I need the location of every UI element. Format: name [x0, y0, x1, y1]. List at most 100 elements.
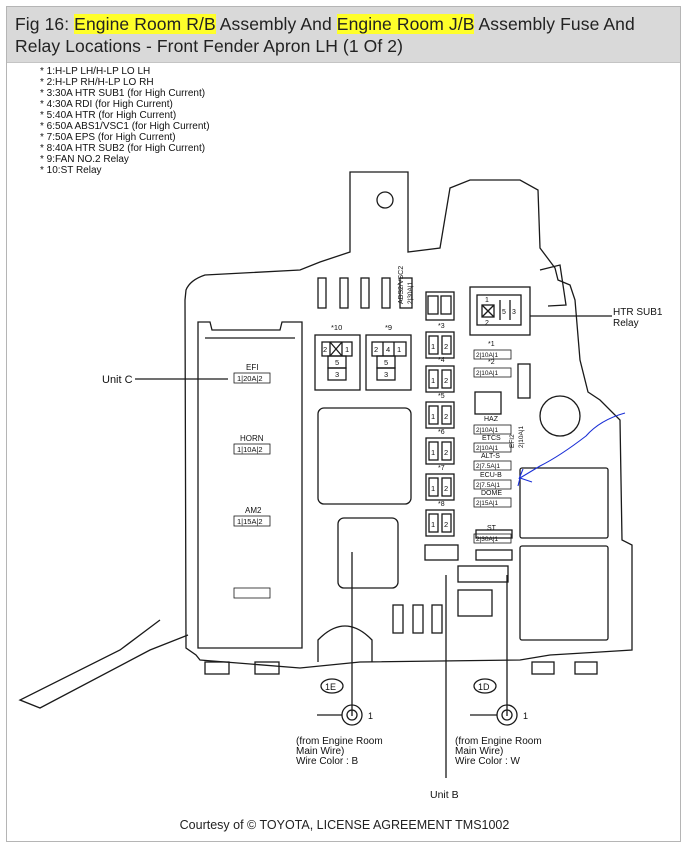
fuse-socket-pin-number: 2 — [444, 484, 448, 493]
figure-title: Fig 16: Engine Room R/B Assembly And Eng… — [7, 7, 680, 63]
relay-9 — [365, 334, 412, 391]
unit-c-label: Unit C — [102, 374, 133, 386]
fuse-misc-b — [474, 391, 502, 415]
slot-8-label: *8 — [438, 501, 445, 508]
htr-sub1-label: HTR SUB1 — [613, 307, 663, 318]
fuse-socket-pin — [428, 441, 439, 461]
fuse-slots-top — [317, 277, 413, 309]
fuse-socket-pin-number: 1 — [431, 342, 435, 351]
blade-fuse — [473, 442, 512, 453]
copyright-footer: Courtesy of © TOYOTA, LICENSE AGREEMENT … — [179, 818, 510, 832]
title-highlight-rb: Engine Room R/B — [74, 14, 216, 34]
fuse-misc-f — [457, 589, 493, 617]
ring-terminal-1e — [317, 704, 363, 726]
wiring-tab — [18, 619, 189, 709]
terminal-1d-number: 1 — [523, 711, 528, 721]
note-10: * 10:ST Relay — [40, 165, 102, 176]
side-boss — [539, 264, 567, 307]
fuse-socket-pin-number: 2 — [444, 376, 448, 385]
abs-vsc-code: 2|30A|1 — [407, 281, 414, 304]
blade-fuse — [473, 424, 512, 435]
blade-fuse — [473, 367, 512, 378]
efi2-code: 2|10A|1 — [518, 425, 525, 448]
large-block-b — [337, 517, 399, 589]
spare-fuse-box — [233, 587, 271, 599]
haz-code: 2|10A|1 — [476, 427, 499, 434]
note-8: * 8:40A HTR SUB2 (for High Current) — [40, 143, 206, 154]
bus-bar-a — [424, 544, 459, 561]
fuse-socket-pin — [441, 369, 452, 389]
blade-fuse — [473, 533, 512, 544]
connector-1e-oval — [320, 678, 344, 694]
fuse-socket-pin — [428, 335, 439, 355]
ecub-label: ECU-B — [480, 472, 502, 479]
alts-label: ALT-S — [481, 453, 500, 460]
fuse-misc-d — [475, 549, 513, 561]
from-label-1d-b: Main Wire) — [455, 746, 503, 757]
mount-hole — [539, 395, 581, 437]
pin-1-r9: 1 — [397, 345, 401, 354]
pin-5-r10: 5 — [335, 358, 339, 367]
slot-7-label: *7 — [438, 465, 445, 472]
efi-label: EFI — [246, 363, 258, 372]
fuse-socket-pin — [441, 441, 452, 461]
fuse-2-code: 2|10A|1 — [476, 370, 499, 377]
connector-1e-label: 1E — [325, 682, 336, 692]
efi2-label: EFI2 — [509, 434, 516, 448]
etcs-code: 2|10A|1 — [476, 445, 499, 452]
note-4: * 4:30A RDI (for High Current) — [40, 99, 173, 110]
fuse-socket-pin — [428, 477, 439, 497]
slot-5-label: *5 — [438, 393, 445, 400]
efi-fuse-box — [233, 372, 271, 384]
ecub-code: 2|7.5A|1 — [476, 482, 500, 489]
fuse-1-star: *1 — [488, 341, 495, 348]
st-code: 2|30A|1 — [476, 536, 499, 543]
fuse-socket — [425, 365, 455, 393]
connector-1d-label: 1D — [478, 682, 490, 692]
note-9: * 9:FAN NO.2 Relay — [40, 154, 129, 165]
pin-1-r10: 1 — [345, 345, 349, 354]
title-prefix: Fig 16: — [15, 14, 75, 34]
bottom-feet — [204, 661, 598, 675]
from-label-1d-a: (from Engine Room — [455, 736, 542, 747]
fuse-socket — [425, 437, 455, 465]
fuse-socket-pin-number: 1 — [431, 520, 435, 529]
fuse-socket-pin-number: 1 — [431, 412, 435, 421]
fuse-socket-pin — [441, 513, 452, 533]
relay-10-label: *10 — [331, 323, 342, 332]
dome-code: 2|15A|1 — [476, 500, 499, 507]
am2-label: AM2 — [245, 506, 262, 515]
fuse-socket-pin-number: 1 — [431, 448, 435, 457]
fuse-socket — [425, 509, 455, 537]
fuse-socket-pin — [441, 477, 452, 497]
horn-code: 1|10A|2 — [237, 445, 263, 454]
dome-label: DOME — [481, 490, 502, 497]
note-7: * 7:50A EPS (for High Current) — [40, 132, 176, 143]
legend-notes: * 1:H-LP LH/H-LP LO LH * 2:H-LP RH/H-LP … — [40, 66, 210, 176]
slot-6-label: *6 — [438, 429, 445, 436]
blade-fuse — [473, 497, 512, 508]
fuse-socket-pin — [441, 335, 452, 355]
fuse-socket-pin — [441, 405, 452, 425]
fuse-socket-pin-number: 2 — [444, 520, 448, 529]
title-suffix: Assembly Fuse And Relay Locations - Fron… — [15, 14, 635, 56]
fuse-socket — [425, 473, 455, 501]
title-highlight-jb: Engine Room J/B — [336, 14, 475, 34]
htr-sub1-relay-label: Relay — [613, 318, 639, 329]
horn-fuse-box — [233, 443, 271, 455]
housing-outline — [184, 171, 633, 669]
slot-4-label: *4 — [438, 357, 445, 364]
note-3: * 3:30A HTR SUB1 (for High Current) — [40, 88, 206, 99]
fuse-misc-e — [457, 565, 509, 583]
fuse-slots-bottom — [392, 604, 443, 634]
blade-fuse — [473, 460, 512, 471]
slot-3-label: *3 — [438, 323, 445, 330]
fuse-1-code: 2|10A|1 — [476, 352, 499, 359]
blade-fuse — [473, 479, 512, 490]
wire-color-w: Wire Color : W — [455, 756, 521, 767]
htr-pin-5: 5 — [502, 309, 506, 316]
alts-code: 2|7.5A|1 — [476, 463, 500, 470]
relay-9-label: *9 — [385, 323, 392, 332]
